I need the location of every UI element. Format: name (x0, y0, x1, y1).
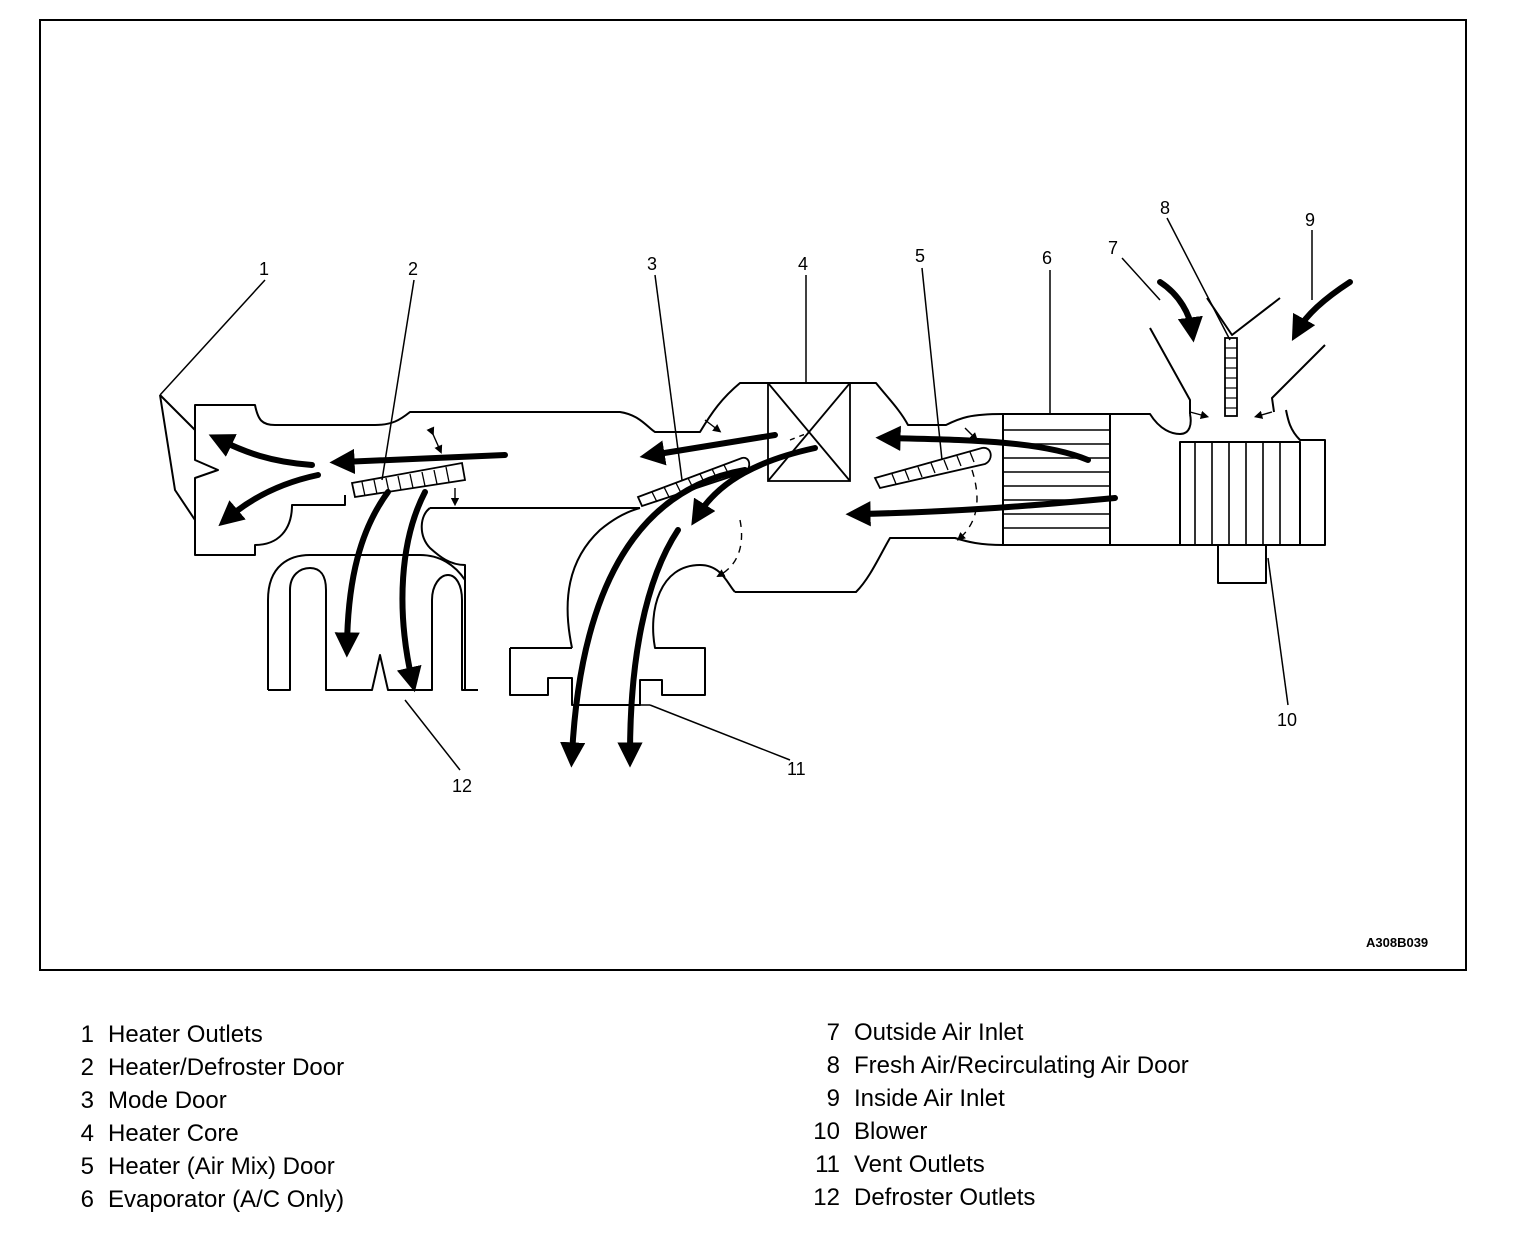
legend-num: 9 (826, 1085, 840, 1112)
legend-item: 9 Inside Air Inlet (796, 1082, 1189, 1115)
legend-num: 11 (815, 1151, 840, 1178)
legend-item: 3 Mode Door (60, 1084, 344, 1117)
legend-num: 7 (826, 1019, 840, 1046)
legend-item: 12 Defroster Outlets (796, 1181, 1189, 1214)
door-swing-indicators (426, 410, 1273, 578)
legend-text: Blower (854, 1118, 928, 1145)
callout-5: 5 (915, 246, 925, 266)
legend-text: Heater/Defroster Door (108, 1054, 345, 1081)
legend-text: Evaporator (A/C Only) (108, 1186, 345, 1213)
callout-10: 10 (1277, 710, 1297, 730)
legend-item: 4 Heater Core (60, 1117, 344, 1150)
callout-7: 7 (1108, 238, 1118, 258)
legend-num: 12 (813, 1184, 840, 1211)
legend-num: 1 (80, 1021, 94, 1048)
legend-num: 4 (80, 1120, 94, 1147)
callout-1: 1 (259, 259, 269, 279)
callout-12: 12 (452, 776, 472, 796)
legend-item: 11 Vent Outlets (796, 1148, 1189, 1181)
airflow-arrows (208, 279, 1353, 768)
callout-4: 4 (798, 254, 808, 274)
hvac-airflow-diagram: 1 2 3 4 5 6 7 8 9 10 11 12 A308B039 (39, 19, 1467, 971)
legend-text: Mode Door (108, 1087, 227, 1114)
legend-item: 5 Heater (Air Mix) Door (60, 1150, 344, 1183)
figure-code: A308B039 (1366, 935, 1428, 950)
fresh-recirc-door (1224, 337, 1238, 417)
legend-text: Inside Air Inlet (854, 1085, 1005, 1112)
legend-item: 10 Blower (796, 1115, 1189, 1148)
heater-defroster-door (350, 461, 467, 499)
legend-text: Heater (Air Mix) Door (108, 1153, 335, 1180)
callout-labels: 1 2 3 4 5 6 7 8 9 10 11 12 (259, 198, 1315, 796)
legend-item: 6 Evaporator (A/C Only) (60, 1183, 344, 1216)
blower-fins (1194, 442, 1281, 545)
callout-9: 9 (1305, 210, 1315, 230)
legend-text: Heater Core (108, 1120, 239, 1147)
air-mix-door (873, 447, 992, 490)
legend-right: 7 Outside Air Inlet 8 Fresh Air/Recirculat… (796, 1016, 1189, 1214)
legend-item: 8 Fresh Air/Recirculating Air Door (796, 1049, 1189, 1082)
legend-num: 6 (80, 1186, 94, 1213)
callout-6: 6 (1042, 248, 1052, 268)
callout-2: 2 (408, 259, 418, 279)
callout-3: 3 (647, 254, 657, 274)
legend-text: Heater Outlets (108, 1021, 263, 1048)
callout-8: 8 (1160, 198, 1170, 218)
hvac-housing (159, 297, 1326, 706)
legend-num: 8 (826, 1052, 840, 1079)
heater-core (767, 382, 851, 482)
legend-text: Outside Air Inlet (854, 1019, 1024, 1046)
legend-num: 2 (80, 1054, 94, 1081)
legend-text: Defroster Outlets (854, 1184, 1036, 1211)
legend-text: Fresh Air/Recirculating Air Door (854, 1052, 1189, 1079)
callout-11: 11 (787, 759, 806, 779)
leader-lines (159, 217, 1313, 771)
legend-left: 1 Heater Outlets 2 Heater/Defroster Door 3… (60, 1018, 344, 1216)
legend-item: 7 Outside Air Inlet (796, 1016, 1189, 1049)
diagram-frame (39, 19, 1467, 971)
legend-text: Vent Outlets (854, 1151, 985, 1178)
legend-num: 5 (80, 1153, 94, 1180)
legend-item: 1 Heater Outlets (60, 1018, 344, 1051)
legend-num: 10 (813, 1118, 840, 1145)
legend-num: 3 (80, 1087, 94, 1114)
legend-item: 2 Heater/Defroster Door (60, 1051, 344, 1084)
evaporator-fins (1003, 429, 1110, 529)
